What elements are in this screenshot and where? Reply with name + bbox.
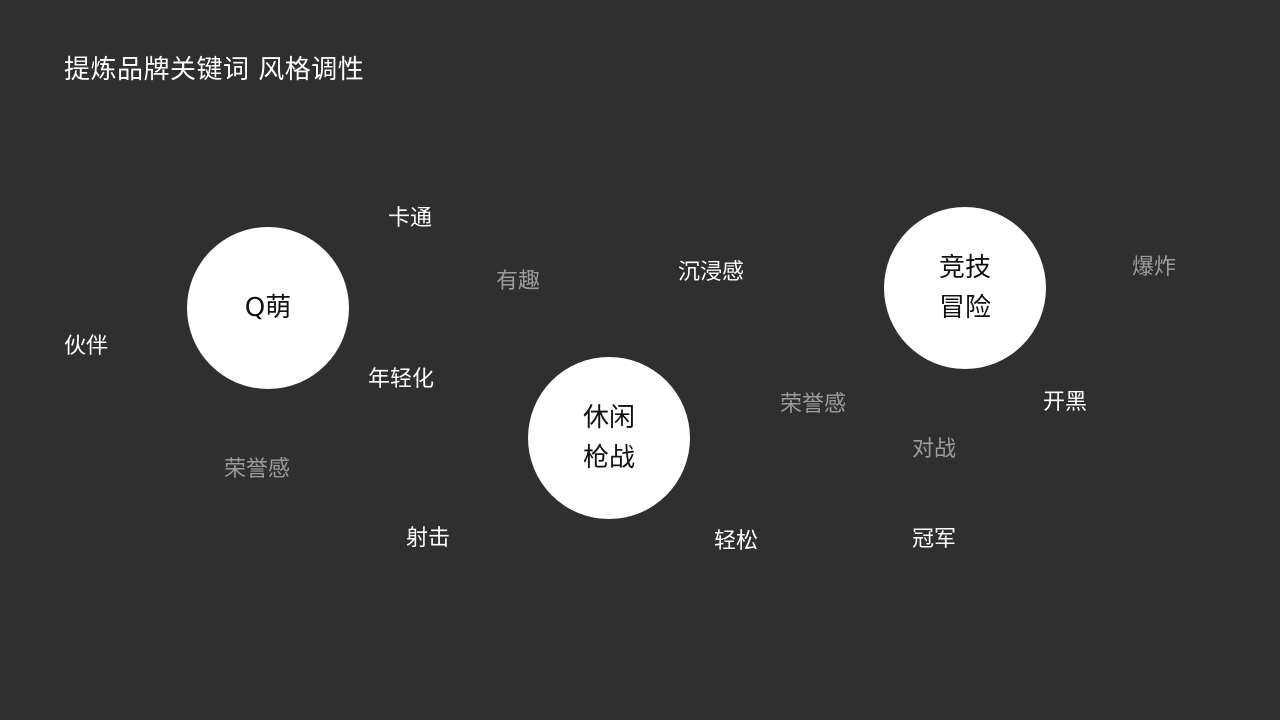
keyword-qingsong: 轻松 — [714, 529, 759, 554]
keyword-rongyugan-left: 荣誉感 — [224, 457, 291, 482]
keyword-nianqinghua: 年轻化 — [368, 367, 435, 392]
keyword-sheji: 射击 — [406, 526, 451, 551]
circle-casual-shooter: 休闲 枪战 — [528, 357, 690, 519]
keyword-rongyugan-mid: 荣誉感 — [780, 392, 847, 417]
keyword-youqu: 有趣 — [496, 269, 541, 294]
keyword-kaihei: 开黑 — [1043, 390, 1088, 415]
circle-competitive-adventure-line2: 冒险 — [938, 293, 991, 323]
circle-competitive-adventure: 竞技 冒险 — [884, 207, 1046, 369]
keyword-chenjingan: 沉浸感 — [678, 260, 745, 285]
circle-casual-shooter-line2: 枪战 — [582, 443, 635, 473]
keyword-duizhan: 对战 — [912, 437, 957, 462]
circle-casual-shooter-line1: 休闲 — [582, 403, 635, 433]
circle-q-meng: Q萌 — [187, 227, 349, 389]
circle-q-meng-label: Q萌 — [244, 293, 292, 323]
keyword-huoban: 伙伴 — [64, 334, 109, 359]
circle-competitive-adventure-line1: 竞技 — [938, 253, 991, 283]
keyword-katong: 卡通 — [388, 206, 433, 231]
page-title: 提炼品牌关键词 风格调性 — [64, 55, 365, 85]
keyword-baozha: 爆炸 — [1132, 255, 1177, 280]
keyword-guanjun: 冠军 — [912, 527, 957, 552]
